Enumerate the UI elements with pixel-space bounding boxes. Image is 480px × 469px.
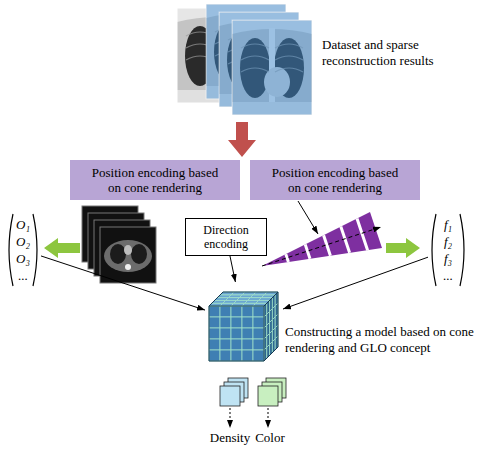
voxel-cell bbox=[231, 339, 242, 350]
xray-image bbox=[232, 20, 312, 115]
voxel-cell bbox=[253, 339, 264, 350]
box-label: Position encoding based on cone renderin… bbox=[84, 165, 226, 195]
voxel-cell bbox=[231, 317, 242, 328]
voxel-cell bbox=[242, 328, 253, 339]
ct-stack bbox=[124, 245, 132, 255]
cone-ray bbox=[262, 212, 382, 266]
voxel-cell bbox=[253, 328, 264, 339]
box-label: Direction encoding bbox=[189, 223, 263, 251]
xray-stack bbox=[177, 4, 312, 115]
dotted-arrow bbox=[268, 408, 269, 428]
voxel-cell bbox=[231, 306, 242, 317]
connector bbox=[230, 256, 235, 282]
voxel-cell bbox=[209, 317, 220, 328]
vector-entry: O₁ bbox=[16, 216, 30, 233]
vector-entry: f₃ bbox=[444, 250, 452, 267]
voxel-cell bbox=[253, 306, 264, 317]
vector-entry: f₁ bbox=[444, 216, 452, 233]
ct-stack bbox=[110, 244, 126, 264]
color-stack bbox=[258, 378, 286, 406]
xray-tint bbox=[232, 20, 312, 115]
voxel-cell bbox=[220, 317, 231, 328]
model-cube: Constructing a model based on cone rende… bbox=[205, 282, 283, 364]
bracket-outline bbox=[9, 214, 37, 286]
output-label: Color bbox=[248, 430, 292, 446]
voxel-cell bbox=[209, 339, 220, 350]
voxel-cell bbox=[242, 317, 253, 328]
cone-ray bbox=[262, 227, 381, 266]
density-stack bbox=[220, 386, 240, 406]
connector bbox=[41, 256, 205, 310]
xray-image bbox=[232, 20, 312, 115]
ct-stack bbox=[100, 227, 156, 283]
red-arrow bbox=[228, 122, 256, 157]
vector-entry: ... bbox=[18, 267, 28, 284]
density-stack bbox=[220, 378, 248, 406]
vector-entry: f₂ bbox=[444, 233, 452, 250]
connector bbox=[283, 257, 428, 309]
voxel-cell bbox=[253, 350, 264, 361]
vector-entry: O₂ bbox=[16, 233, 30, 250]
cone-ray bbox=[286, 219, 368, 263]
feature-vector: O₁O₂O₃... bbox=[5, 212, 41, 288]
green-arrow bbox=[44, 238, 80, 258]
vector-entry: O₃ bbox=[16, 250, 30, 267]
box-label: Position encoding based on cone renderin… bbox=[264, 165, 406, 195]
voxel-cell bbox=[209, 328, 220, 339]
output-label: Density bbox=[198, 430, 262, 446]
voxel-grid bbox=[205, 282, 283, 364]
voxel-cell bbox=[253, 317, 264, 328]
feature-vector: f₁f₂f₃... bbox=[428, 212, 468, 288]
voxel-cell bbox=[220, 339, 231, 350]
encoding-box: Position encoding based on cone renderin… bbox=[70, 160, 240, 200]
voxel-cell bbox=[242, 339, 253, 350]
voxel-cell bbox=[231, 350, 242, 361]
voxel-cell bbox=[220, 306, 231, 317]
voxel-cell bbox=[220, 328, 231, 339]
cone-ray bbox=[262, 212, 382, 266]
voxel-cell bbox=[209, 306, 220, 317]
ct-stack bbox=[104, 240, 152, 272]
ct-stack bbox=[131, 244, 147, 264]
voxel-cell bbox=[209, 350, 220, 361]
voxel-cell bbox=[242, 306, 253, 317]
cube-outline bbox=[209, 292, 278, 361]
voxel-cell bbox=[220, 350, 231, 361]
ct-stack bbox=[82, 206, 156, 283]
voxel-cell bbox=[231, 328, 242, 339]
encoding-box: Position encoding based on cone renderin… bbox=[250, 160, 420, 200]
dataset-caption: Dataset and sparse reconstruction result… bbox=[322, 37, 462, 69]
dotted-arrow bbox=[230, 408, 231, 428]
pointer-arrow bbox=[298, 201, 318, 234]
vector-entry: ... bbox=[443, 267, 453, 284]
ct-stack bbox=[125, 264, 131, 270]
voxel-cell bbox=[242, 350, 253, 361]
direction-box: Direction encoding bbox=[185, 218, 267, 256]
green-arrow bbox=[386, 238, 420, 258]
color-stack bbox=[258, 386, 278, 406]
model-caption: Constructing a model based on cone rende… bbox=[285, 324, 477, 356]
bracket-outline bbox=[432, 214, 464, 286]
